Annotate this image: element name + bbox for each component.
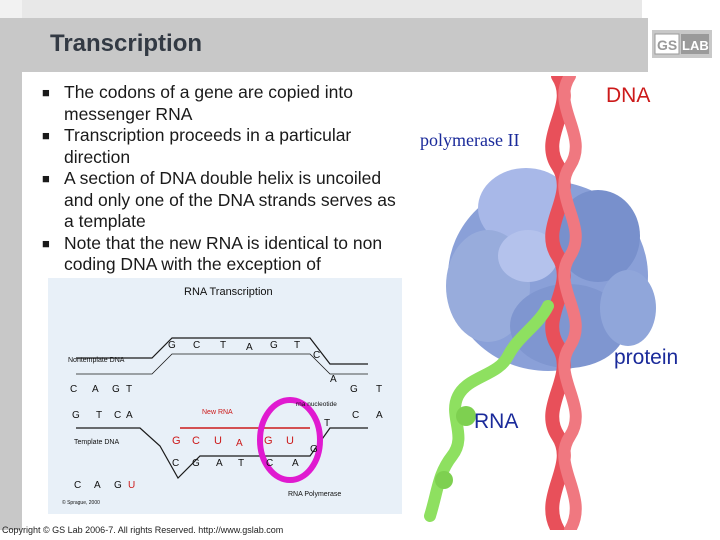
left-bar [0,18,22,530]
bullet-marker-icon: ■ [42,171,50,186]
base-letter: T [376,384,382,395]
base-letter: A [94,480,101,491]
bullet-item: ■ Transcription proceeds in a particular … [40,125,410,168]
bullet-item: ■ A section of DNA double helix is uncoil… [40,168,410,233]
right-top-bases: A G T [330,374,382,395]
rna-strand [424,300,554,522]
base-letter: C [352,410,359,421]
bullet-text: A section of DNA double helix is uncoile… [64,168,396,231]
base-letter: T [238,458,244,469]
polymerase-blob [446,168,656,371]
title-bar [22,18,648,72]
base-letter: U [214,435,222,447]
base-letter: A [126,410,133,421]
base-letter: G [172,435,181,447]
base-letter: C [266,458,273,469]
base-letter: C [313,350,320,361]
base-letter: T [324,418,330,429]
base-letter: U [286,435,294,447]
base-letter: A [292,458,299,469]
right-bottom-bases: T C A [324,410,383,429]
polymerase-figure: DNA polymerase II protein RNA [408,76,720,530]
bullet-marker-icon: ■ [42,128,50,143]
bullet-marker-icon: ■ [42,235,50,251]
base-letter: C [114,410,121,421]
diagram-title: RNA Transcription [184,286,273,298]
protein-label: protein [614,346,678,369]
base-letter: G [310,444,318,455]
base-letter: T [126,384,132,395]
footer-copyright: Copyright © GS Lab 2006-7. All rights Re… [2,525,284,535]
rna-label: RNA [474,410,518,433]
rna-transcription-diagram: RNA Transcription Nontemplate DNA Templa… [48,278,402,514]
svg-text:GS: GS [657,37,677,53]
nontemplate-label: Nontemplate DNA [68,357,125,364]
bottom-strand-bases: C G A T C A [172,458,299,469]
rna-nucleotide-label: rna nucleotide [296,401,337,408]
base-letter: C [193,340,200,351]
top-strand-bases: G C T A G T C [168,340,320,361]
polymerase-label: polymerase II [420,130,519,150]
bullet-text: Transcription proceeds in a particular d… [64,125,352,167]
bullet-item: ■ The codons of a gene are copied into me… [40,82,410,125]
rna-row-bases: G C U A G U G [172,435,318,455]
rna-polymerase-label: RNA Polymerase [288,491,341,498]
base-letter: A [330,374,337,385]
svg-text:LAB: LAB [682,38,709,53]
base-letter: U [128,480,135,491]
left-top-bases: C A G T [70,384,132,395]
top-bar-strip [22,0,642,18]
bottom-left-bases: C A G U [74,480,135,491]
new-rna-label: New RNA [202,409,233,416]
base-letter: G [192,458,200,469]
gs-lab-logo: GS LAB [652,30,712,58]
bullet-text: Note that the new RNA is identical to no… [64,232,383,275]
base-letter: A [246,342,253,353]
base-letter: A [236,438,243,449]
credit-label: © Sprague, 2000 [62,499,100,506]
base-letter: G [168,340,176,351]
base-letter: T [96,410,102,421]
bullet-item: ■ Note that the new RNA is identical to n… [40,233,410,276]
bullet-text: The codons of a gene are copied into mes… [64,82,353,124]
base-letter: A [216,458,223,469]
base-letter: G [264,435,273,447]
base-letter: G [270,340,278,351]
base-letter: G [350,384,358,395]
bullet-list: ■ The codons of a gene are copied into me… [40,82,410,276]
bullet-marker-icon: ■ [42,85,50,100]
base-letter: G [72,410,80,421]
slide-title: Transcription [50,30,203,57]
base-letter: A [92,384,99,395]
base-letter: G [114,480,122,491]
base-letter: C [192,435,200,447]
dna-helix [545,76,582,530]
top-bar [0,0,720,18]
left-bottom-bases: G T C A [72,410,133,421]
base-letter: T [220,340,226,351]
dna-label: DNA [606,84,650,107]
base-letter: C [70,384,77,395]
template-label: Template DNA [74,439,119,446]
base-letter: A [376,410,383,421]
base-letter: C [74,480,81,491]
base-letter: T [294,340,300,351]
base-letter: G [112,384,120,395]
top-bar-accent [0,0,22,18]
base-letter: C [172,458,179,469]
